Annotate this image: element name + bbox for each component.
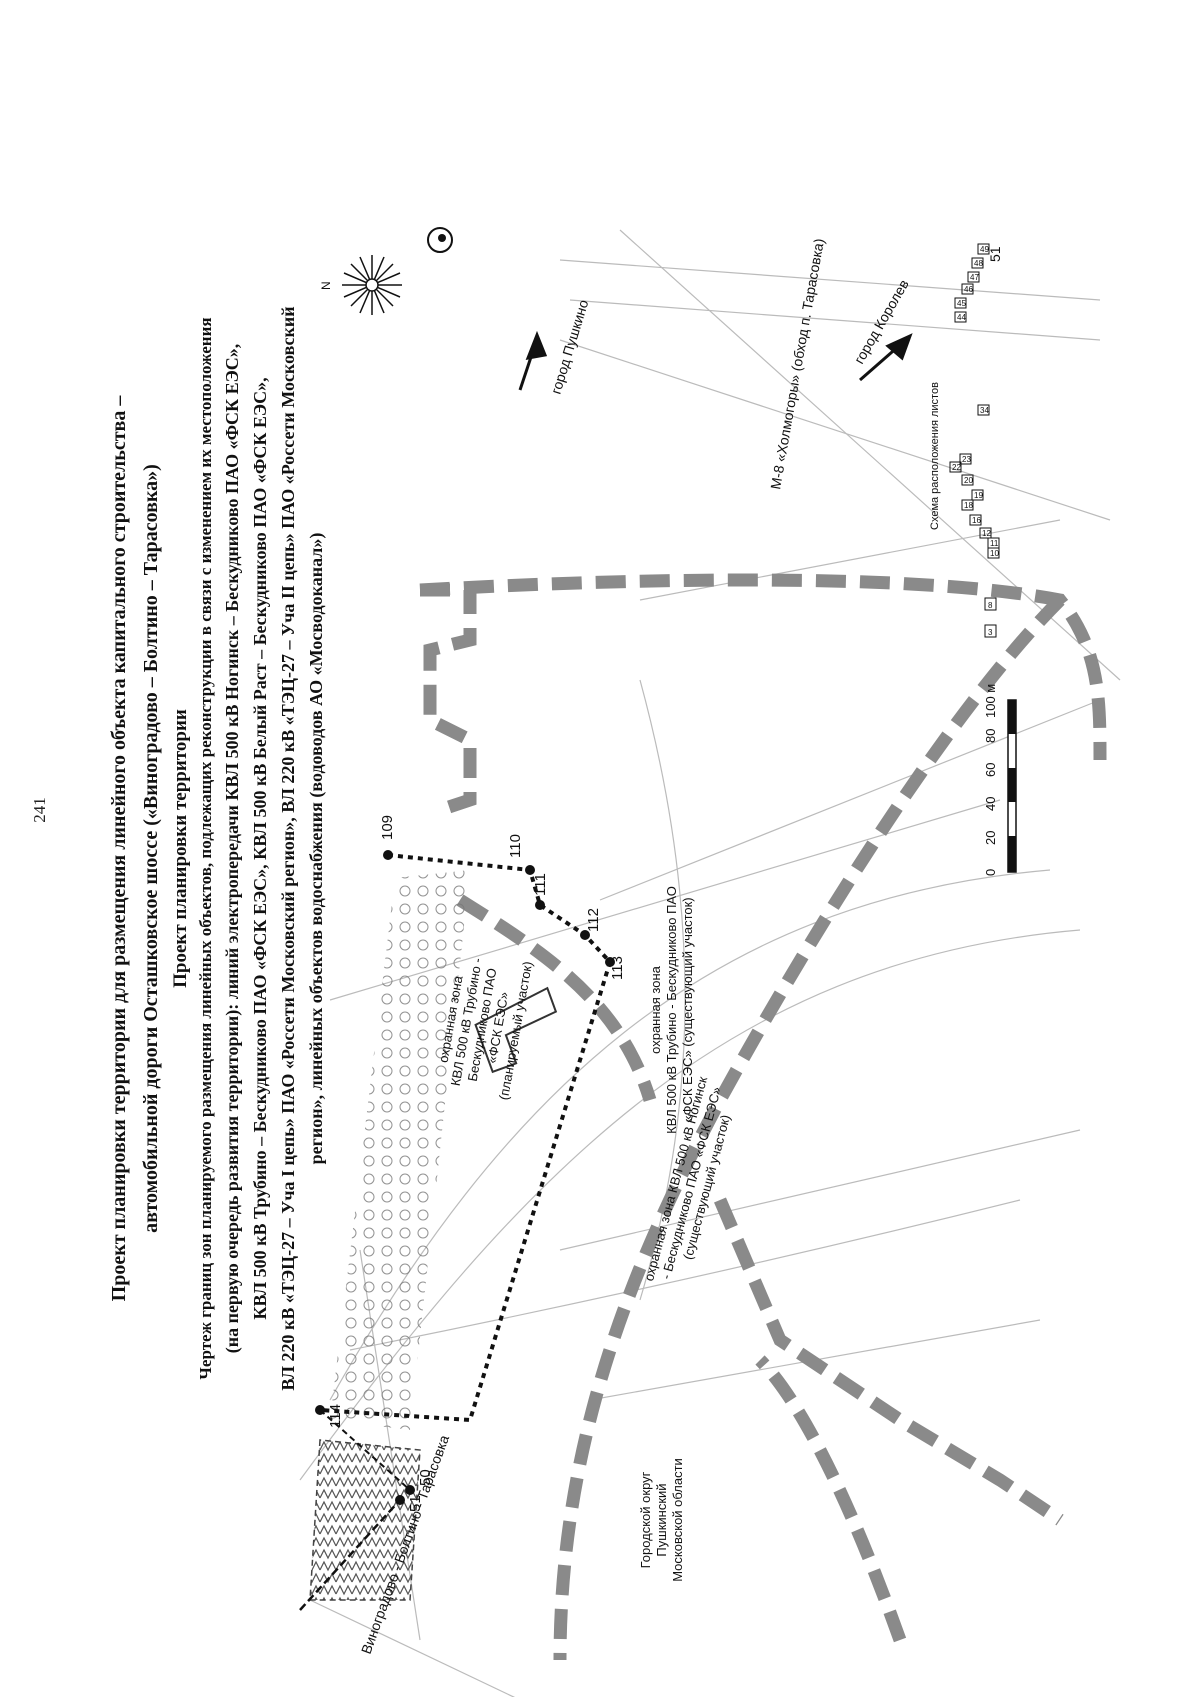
exist-trubino-line2: КВЛ 500 кВ Трубино - Бескудниково ПАО — [664, 886, 679, 1134]
district-line3: Московской области — [670, 1458, 685, 1582]
point-110 — [525, 865, 535, 875]
point-label-112: 112 — [585, 908, 602, 932]
sheet-scheme-label: Схема расположения листов — [929, 382, 941, 530]
svg-text:18: 18 — [964, 501, 973, 510]
point-labels: 109 110 111 112 113 114 50 51 — [327, 815, 626, 1512]
svg-text:10: 10 — [990, 549, 999, 558]
point-label-109: 109 — [379, 815, 396, 840]
point-label-111: 111 — [532, 873, 549, 896]
svg-text:49: 49 — [980, 245, 989, 254]
road-label-m8: М-8 «Холмогоры» (обход п. Тарасовка) — [767, 237, 827, 490]
direction-arrows — [518, 330, 913, 391]
point-label-114: 114 — [327, 1404, 344, 1428]
point-113 — [605, 957, 615, 967]
exist-trubino-line3: «ФСК ЕЭС» (существующий участок) — [680, 897, 695, 1122]
scale-label-100: 100 м — [983, 684, 998, 718]
boundary-points — [315, 850, 615, 1505]
svg-text:22: 22 — [952, 463, 961, 472]
svg-text:19: 19 — [974, 491, 983, 500]
road-boundary-line — [299, 1499, 401, 1611]
svg-text:34: 34 — [980, 406, 989, 415]
point-51 — [395, 1495, 405, 1505]
district-line2: Пушкинский — [654, 1483, 669, 1556]
north-label: N — [319, 281, 333, 290]
sheet-layout-scheme: Схема расположения листов 51 — [929, 243, 1003, 638]
connection-line — [319, 1409, 411, 1491]
point-label-50: 50 — [417, 1469, 434, 1486]
point-114 — [315, 1405, 325, 1415]
planned-protection-zone — [330, 870, 470, 1430]
exist-trubino-line1: охранная зона — [648, 965, 663, 1054]
point-109 — [383, 850, 393, 860]
svg-text:16: 16 — [972, 516, 981, 525]
scale-label-40: 40 — [983, 797, 998, 811]
hatched-zone — [309, 1439, 421, 1601]
stamp-mark-icon — [427, 227, 453, 253]
territory-boundary — [419, 573, 1107, 1661]
scale-label-60: 60 — [983, 763, 998, 777]
district-line1: Городской округ — [638, 1471, 653, 1568]
svg-text:11: 11 — [990, 539, 999, 548]
building-outline — [474, 986, 558, 1074]
svg-text:20: 20 — [964, 476, 973, 485]
point-111 — [535, 900, 545, 910]
svg-text:44: 44 — [957, 313, 966, 322]
scale-label-80: 80 — [983, 729, 998, 743]
point-50 — [405, 1485, 415, 1495]
point-112 — [580, 930, 590, 940]
svg-text:46: 46 — [964, 285, 973, 294]
svg-text:47: 47 — [970, 273, 979, 282]
svg-text:3: 3 — [988, 628, 993, 637]
svg-text:12: 12 — [982, 529, 991, 538]
compass-rose: N — [319, 255, 402, 315]
scale-label-0: 0 — [983, 869, 998, 876]
point-label-51: 51 — [407, 1495, 424, 1512]
sheet-number: 51 — [987, 246, 1003, 262]
svg-text:45: 45 — [957, 299, 966, 308]
scale-bar: 0 20 40 60 80 100 м — [983, 684, 1017, 876]
point-label-113: 113 — [609, 956, 626, 980]
svg-text:48: 48 — [974, 259, 983, 268]
svg-text:23: 23 — [962, 455, 971, 464]
scale-label-20: 20 — [983, 831, 998, 845]
point-label-110: 110 — [507, 834, 524, 858]
road-label-pushkino: город Пушкино — [548, 298, 592, 396]
svg-text:8: 8 — [988, 601, 993, 610]
